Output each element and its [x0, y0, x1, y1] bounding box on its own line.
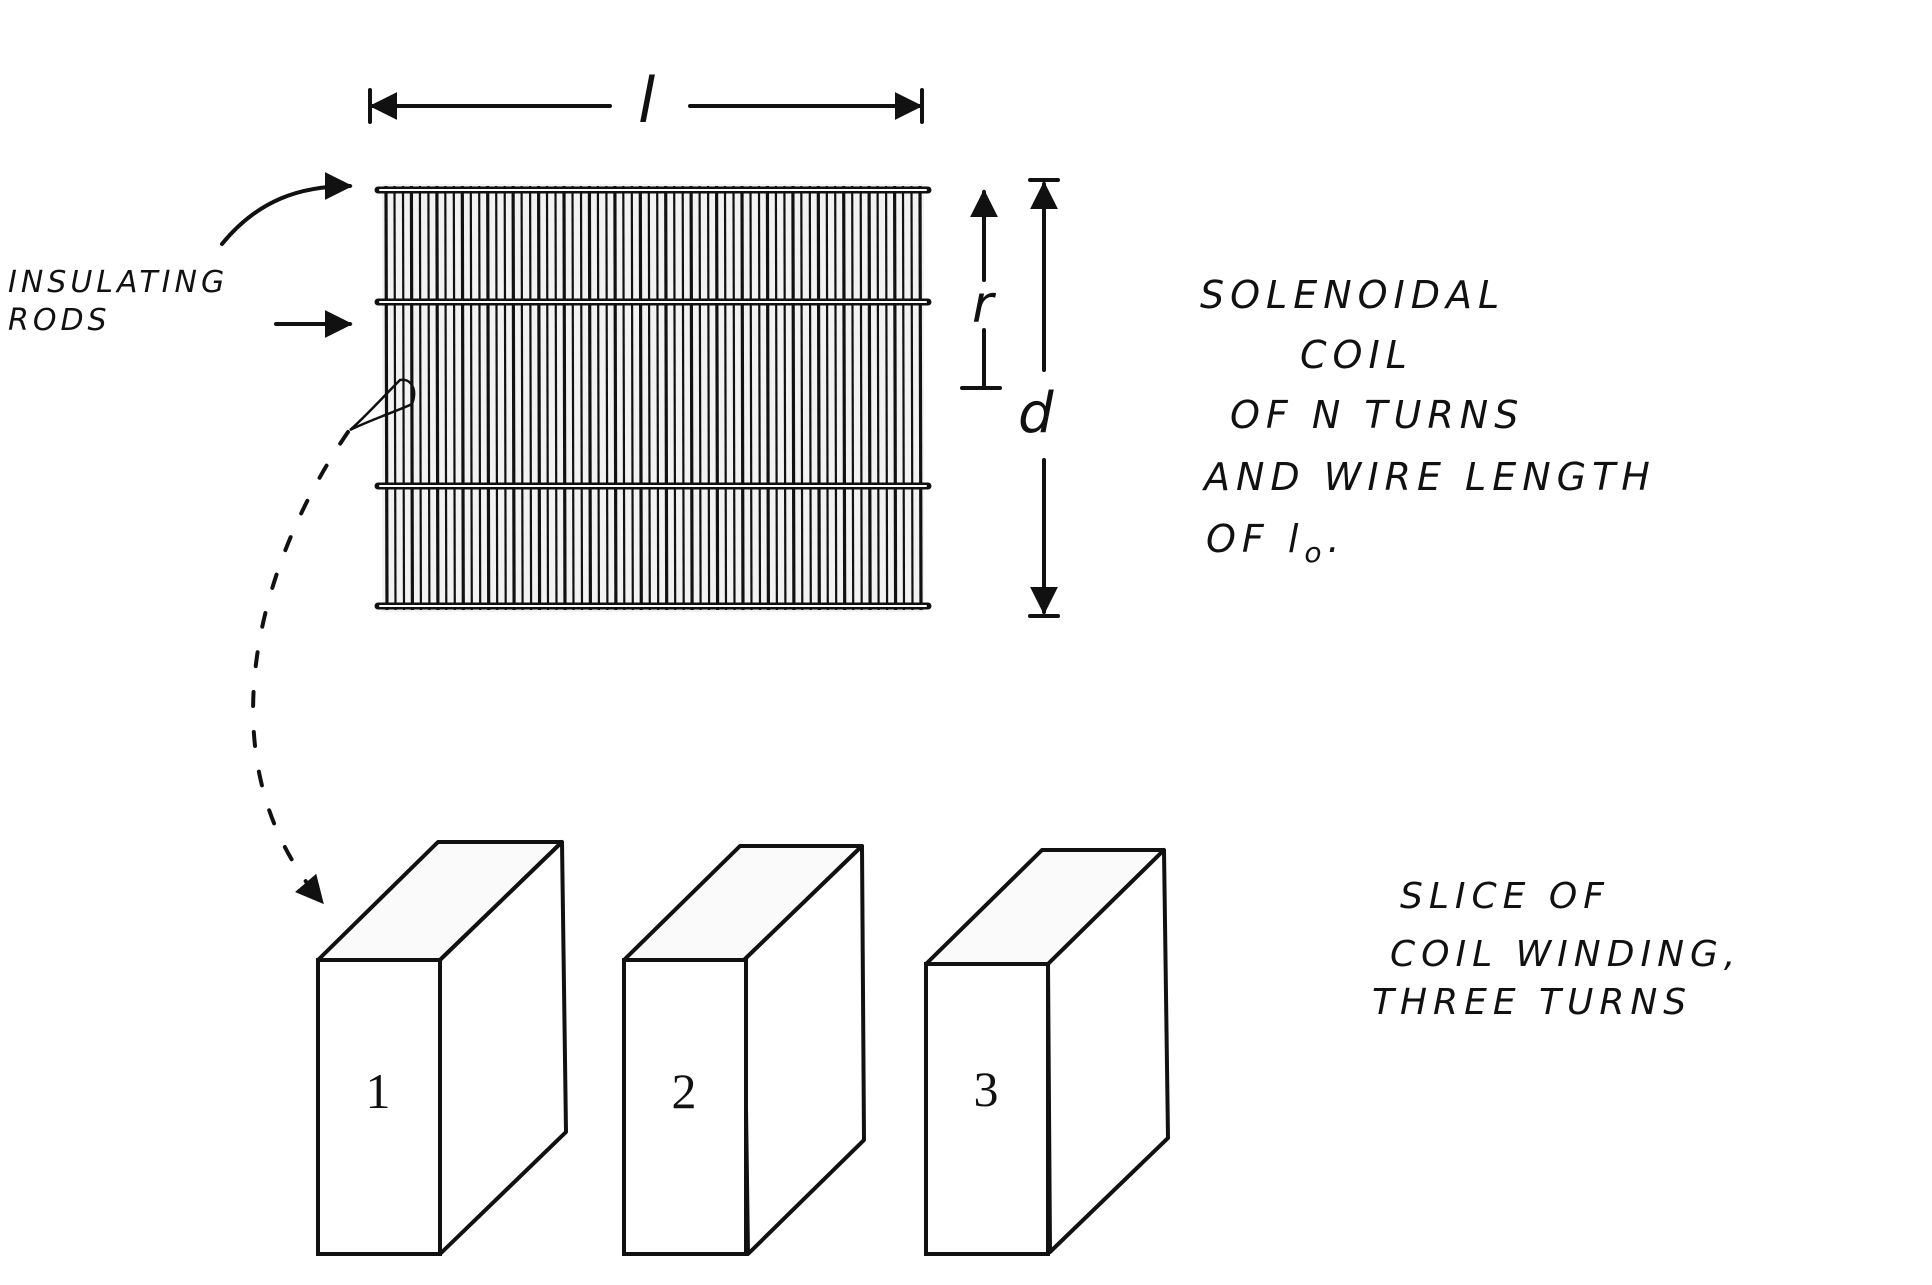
coil-winding-line: [664, 185, 669, 611]
coil-desc-line3: OF N TURNS: [1230, 393, 1524, 437]
coil-winding-line: [910, 185, 914, 611]
coil-winding-line: [884, 185, 889, 611]
slice-desc-line2: COIL WINDING,: [1390, 934, 1741, 975]
coil-winding-line: [605, 185, 609, 611]
coil-desc-line2: COIL: [1300, 333, 1413, 377]
insulating-rods-callout: INSULATING RODS: [8, 172, 353, 338]
slice-block-3: 3: [924, 848, 1170, 1256]
coil-winding-line: [714, 185, 720, 611]
coil-winding-line: [876, 185, 880, 611]
coil-winding-line: [562, 185, 567, 611]
coil-winding-line: [689, 185, 694, 611]
slice-desc-line3: THREE TURNS: [1372, 982, 1692, 1023]
slice-label-1: 1: [366, 1063, 391, 1119]
radius-label: r: [972, 275, 999, 335]
coil-winding-line: [638, 185, 643, 611]
slice-label-2: 2: [672, 1063, 697, 1119]
coil-desc-line1: SOLENOIDAL: [1200, 273, 1505, 317]
slice-block-2: 2: [622, 844, 866, 1256]
coil-winding-line: [783, 185, 787, 611]
coil-winding-line: [486, 185, 491, 611]
slice-label-3: 3: [974, 1061, 999, 1117]
coil-winding-line: [706, 185, 711, 611]
coil-winding-line: [859, 185, 863, 611]
coil-winding-line: [851, 185, 855, 611]
callout-arrow-top: [220, 172, 353, 246]
coil-winding-line: [867, 185, 872, 611]
coil-winding-line: [503, 185, 507, 611]
coil-winding-line: [892, 185, 898, 611]
coil-winding-line: [800, 185, 804, 611]
coil-winding-line: [427, 185, 431, 611]
coil-winding-line: [842, 185, 847, 611]
coil-windings: [384, 185, 923, 611]
coil-winding-line: [495, 185, 499, 611]
coil-winding-line: [681, 185, 685, 611]
coil-winding-line: [808, 185, 812, 611]
coil-winding-line: [528, 185, 533, 611]
coil-winding-line: [393, 185, 397, 611]
slice-description: SLICE OF COIL WINDING, THREE TURNS: [1372, 876, 1741, 1023]
coil-winding-line: [478, 185, 482, 611]
coil-description: SOLENOIDAL COIL OF N TURNS AND WIRE LENG…: [1200, 273, 1656, 569]
coil-winding-line: [740, 185, 745, 611]
coil-winding-line: [444, 185, 448, 611]
length-label: l: [638, 64, 661, 137]
coil-winding-line: [384, 185, 389, 611]
coil-winding-line: [536, 185, 542, 611]
coil-winding-line: [571, 185, 575, 611]
coil-winding-line: [749, 185, 753, 611]
radius-dimension: r: [960, 189, 1002, 390]
coil-winding-line: [452, 185, 456, 611]
coil-winding-line: [901, 185, 906, 611]
coil-winding-line: [511, 185, 516, 611]
coil-winding-line: [656, 185, 660, 611]
coil-winding-line: [587, 185, 593, 611]
coil-winding-line: [698, 185, 702, 611]
insulating-label-line2: RODS: [8, 303, 111, 338]
coil-winding-line: [622, 185, 626, 611]
coil-winding-line: [409, 185, 414, 611]
coil-winding-line: [545, 185, 550, 611]
coil-winding-line: [401, 185, 406, 611]
coil-winding-line: [579, 185, 584, 611]
coil-winding-line: [825, 185, 829, 611]
coil-winding-line: [723, 185, 728, 611]
coil-winding-line: [791, 185, 796, 611]
diameter-label: d: [1018, 381, 1060, 446]
slice-indicator-arrow: [251, 378, 416, 905]
coil-winding-line: [554, 185, 558, 611]
coil-winding-line: [774, 185, 779, 611]
coil-winding-line: [613, 185, 618, 611]
coil-desc-line4: AND WIRE LENGTH: [1201, 455, 1656, 499]
coil-winding-line: [918, 185, 923, 611]
solenoid-coil: [374, 184, 932, 612]
coil-winding-line: [520, 185, 524, 611]
coil-winding-line: [673, 185, 677, 611]
coil-winding-line: [596, 185, 601, 611]
slice-block-1: 1: [316, 840, 568, 1256]
coil-desc-line5: OF lo.: [1206, 517, 1346, 569]
coil-winding-line: [418, 185, 422, 611]
coil-winding-line: [647, 185, 651, 611]
coil-winding-line: [630, 185, 634, 611]
coil-winding-line: [816, 185, 821, 611]
coil-winding-line: [834, 185, 838, 611]
diameter-dimension: d: [1018, 178, 1060, 618]
coil-winding-line: [765, 185, 771, 611]
insulating-label-line1: INSULATING: [8, 265, 228, 300]
length-dimension: l: [368, 64, 924, 137]
coil-winding-line: [435, 185, 440, 611]
slice-desc-line1: SLICE OF: [1400, 876, 1610, 917]
coil-winding-line: [469, 185, 473, 611]
coil-winding-line: [757, 185, 762, 611]
coil-winding-line: [460, 185, 465, 611]
coil-winding-line: [732, 185, 736, 611]
